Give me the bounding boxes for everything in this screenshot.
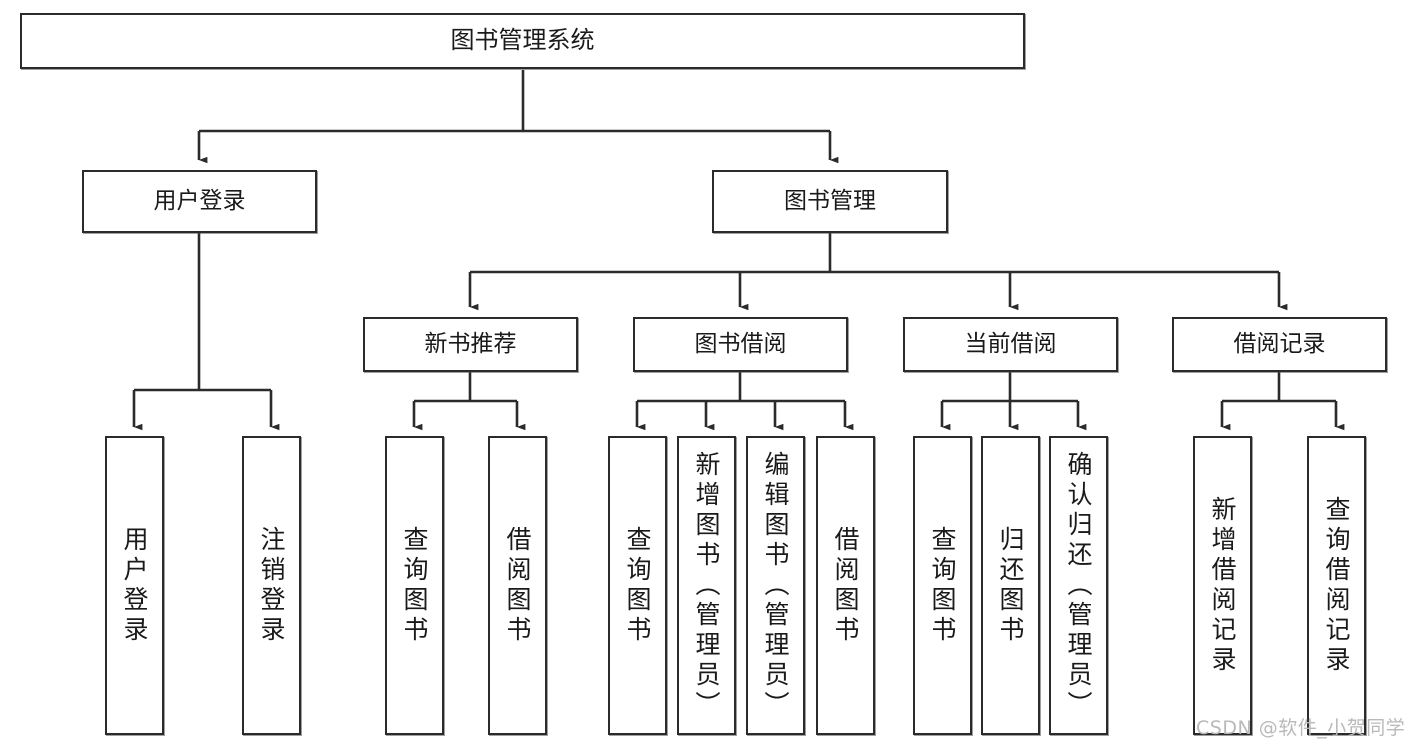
node-root-book-management-system[interactable]: 图书管理系统 (20, 13, 1025, 69)
node-leaf-query-book-3[interactable]: 查询图书 (913, 436, 972, 735)
node-label: 查询图书 (928, 525, 957, 646)
node-label: 查询借阅记录 (1322, 495, 1351, 676)
node-leaf-query-book-1[interactable]: 查询图书 (385, 436, 444, 735)
node-label: 新书推荐 (424, 331, 517, 358)
node-label: 当前借阅 (964, 331, 1057, 358)
node-label: 新增借阅记录 (1208, 495, 1237, 676)
node-label: 查询图书 (623, 525, 652, 646)
node-book-management[interactable]: 图书管理 (712, 170, 948, 233)
node-label: 借阅图书 (831, 525, 860, 646)
node-leaf-user-login[interactable]: 用户登录 (105, 436, 164, 735)
node-new-book-recommend[interactable]: 新书推荐 (363, 317, 578, 372)
node-leaf-return-book[interactable]: 归还图书 (981, 436, 1040, 735)
node-label: 新增图书（管理员） (692, 450, 721, 721)
node-label: 确认归还（管理员） (1064, 450, 1093, 721)
node-label: 图书管理系统 (450, 26, 595, 55)
node-label: 借阅记录 (1233, 331, 1326, 358)
node-label: 编辑图书（管理员） (761, 450, 790, 721)
node-label: 用户登录 (120, 525, 149, 646)
node-label: 注销登录 (257, 525, 286, 646)
node-leaf-logout-login[interactable]: 注销登录 (242, 436, 301, 735)
node-leaf-borrow-book-2[interactable]: 借阅图书 (816, 436, 875, 735)
node-borrow-record[interactable]: 借阅记录 (1172, 317, 1387, 372)
node-label: 查询图书 (400, 525, 429, 646)
node-leaf-add-record[interactable]: 新增借阅记录 (1193, 436, 1252, 735)
node-leaf-borrow-book-1[interactable]: 借阅图书 (488, 436, 547, 735)
node-current-borrow[interactable]: 当前借阅 (903, 317, 1118, 372)
node-leaf-query-book-2[interactable]: 查询图书 (608, 436, 667, 735)
node-leaf-confirm-return[interactable]: 确认归还（管理员） (1049, 436, 1108, 735)
node-label: 图书管理 (784, 188, 876, 215)
node-book-borrow[interactable]: 图书借阅 (633, 317, 848, 372)
node-label: 借阅图书 (503, 525, 532, 646)
node-label: 归还图书 (996, 525, 1025, 646)
node-leaf-edit-book[interactable]: 编辑图书（管理员） (746, 436, 805, 735)
node-label: 图书借阅 (694, 331, 787, 358)
node-leaf-add-book[interactable]: 新增图书（管理员） (677, 436, 736, 735)
node-user-login[interactable]: 用户登录 (82, 170, 317, 233)
watermark-text: CSDN @软件_小贺同学 (1196, 717, 1405, 739)
node-leaf-query-record[interactable]: 查询借阅记录 (1307, 436, 1366, 735)
node-label: 用户登录 (153, 188, 246, 215)
